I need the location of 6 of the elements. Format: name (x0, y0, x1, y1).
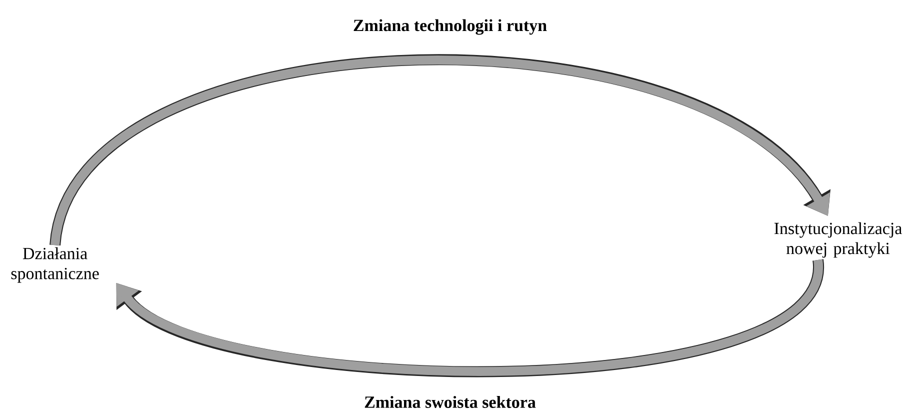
curved-arrow (116, 258, 824, 377)
node-text: Działania spontaniczne (11, 247, 99, 283)
node-text: Instytucjonalizacja nowej praktyki (774, 222, 902, 258)
curved-arrow (50, 55, 831, 247)
edge-label: Zmiana technologii i rutyn (354, 19, 547, 35)
edge-label: Zmiana swoista sektora (364, 396, 536, 408)
